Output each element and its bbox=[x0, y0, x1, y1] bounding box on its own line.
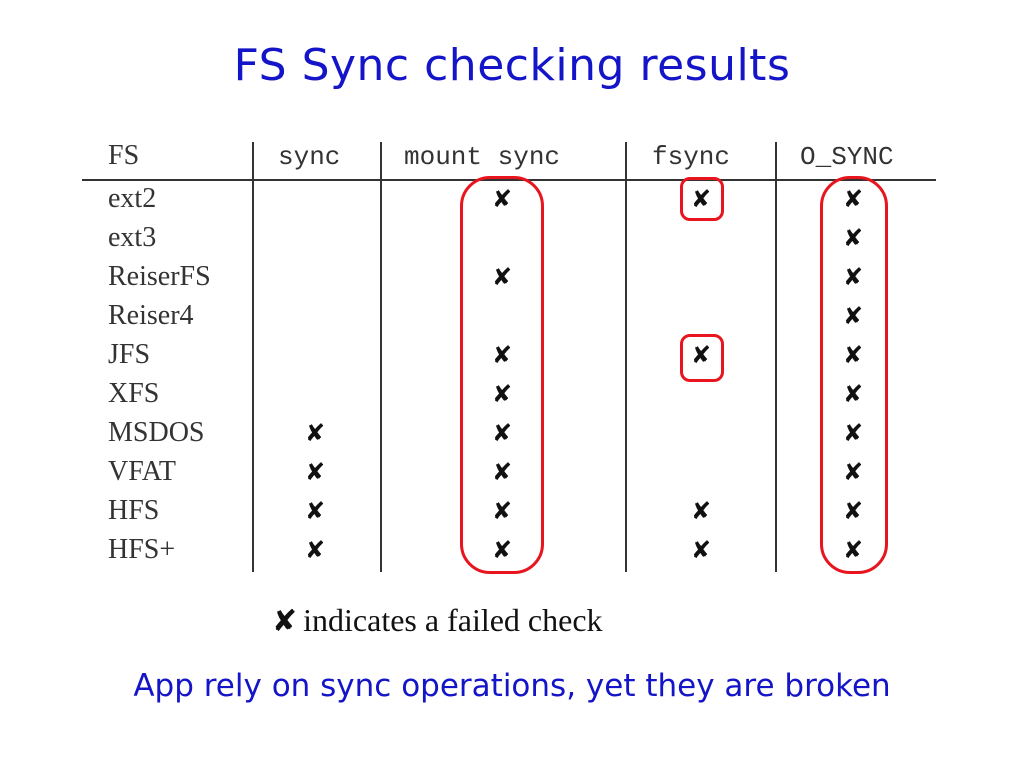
fs-name-cell: Reiser4 bbox=[108, 300, 194, 331]
mount-sync-mark: ✘ bbox=[491, 185, 513, 213]
sync-mark: ✘ bbox=[304, 536, 326, 564]
fs-name-cell: XFS bbox=[108, 378, 160, 409]
column-header-fs: FS bbox=[108, 140, 140, 171]
fs-name-cell: VFAT bbox=[108, 456, 176, 487]
fs-name-cell: ext3 bbox=[108, 222, 157, 253]
fsync-mark: ✘ bbox=[690, 341, 712, 369]
slide-title: FS Sync checking results bbox=[233, 40, 791, 91]
column-header-mount-sync: mount sync bbox=[404, 142, 561, 172]
column-divider bbox=[775, 142, 777, 572]
column-header-fsync: fsync bbox=[652, 142, 731, 172]
mount-sync-mark: ✘ bbox=[491, 419, 513, 447]
fs-name-cell: HFS+ bbox=[108, 534, 176, 565]
o-sync-mark: ✘ bbox=[842, 419, 864, 447]
column-header-sync: sync bbox=[278, 142, 341, 172]
fsync-mark: ✘ bbox=[690, 497, 712, 525]
fsync-mark: ✘ bbox=[690, 185, 712, 213]
o-sync-mark: ✘ bbox=[842, 224, 864, 252]
column-divider bbox=[380, 142, 382, 572]
fsync-jfs-highlight bbox=[680, 334, 724, 382]
fs-name-cell: MSDOS bbox=[108, 417, 205, 448]
o-sync-mark: ✘ bbox=[842, 380, 864, 408]
sync-mark: ✘ bbox=[304, 458, 326, 486]
o-sync-mark: ✘ bbox=[842, 497, 864, 525]
column-header-o-sync: O_SYNC bbox=[800, 142, 894, 172]
mount-sync-mark: ✘ bbox=[491, 536, 513, 564]
fs-name-cell: ReiserFS bbox=[108, 261, 211, 292]
fsync-ext2-highlight bbox=[680, 177, 724, 221]
legend-text: indicates a failed check bbox=[303, 602, 603, 638]
sync-mark: ✘ bbox=[304, 419, 326, 447]
fs-name-cell: JFS bbox=[108, 339, 151, 370]
o-sync-mark: ✘ bbox=[842, 341, 864, 369]
fsync-mark: ✘ bbox=[690, 536, 712, 564]
o-sync-highlight bbox=[820, 176, 888, 574]
mount-sync-mark: ✘ bbox=[491, 263, 513, 291]
legend: ✘indicates a failed check bbox=[272, 602, 603, 639]
sync-mark: ✘ bbox=[304, 497, 326, 525]
fs-name-cell: ext2 bbox=[108, 183, 157, 214]
column-divider bbox=[252, 142, 254, 572]
fs-name-cell: HFS bbox=[108, 495, 160, 526]
failed-check-icon: ✘ bbox=[272, 604, 298, 639]
o-sync-mark: ✘ bbox=[842, 458, 864, 486]
mount-sync-mark: ✘ bbox=[491, 380, 513, 408]
mount-sync-highlight bbox=[460, 176, 544, 574]
header-rule bbox=[82, 179, 936, 181]
o-sync-mark: ✘ bbox=[842, 302, 864, 330]
mount-sync-mark: ✘ bbox=[491, 458, 513, 486]
o-sync-mark: ✘ bbox=[842, 263, 864, 291]
mount-sync-mark: ✘ bbox=[491, 497, 513, 525]
column-divider bbox=[625, 142, 627, 572]
mount-sync-mark: ✘ bbox=[491, 341, 513, 369]
footer-note: App rely on sync operations, yet they ar… bbox=[133, 668, 891, 704]
